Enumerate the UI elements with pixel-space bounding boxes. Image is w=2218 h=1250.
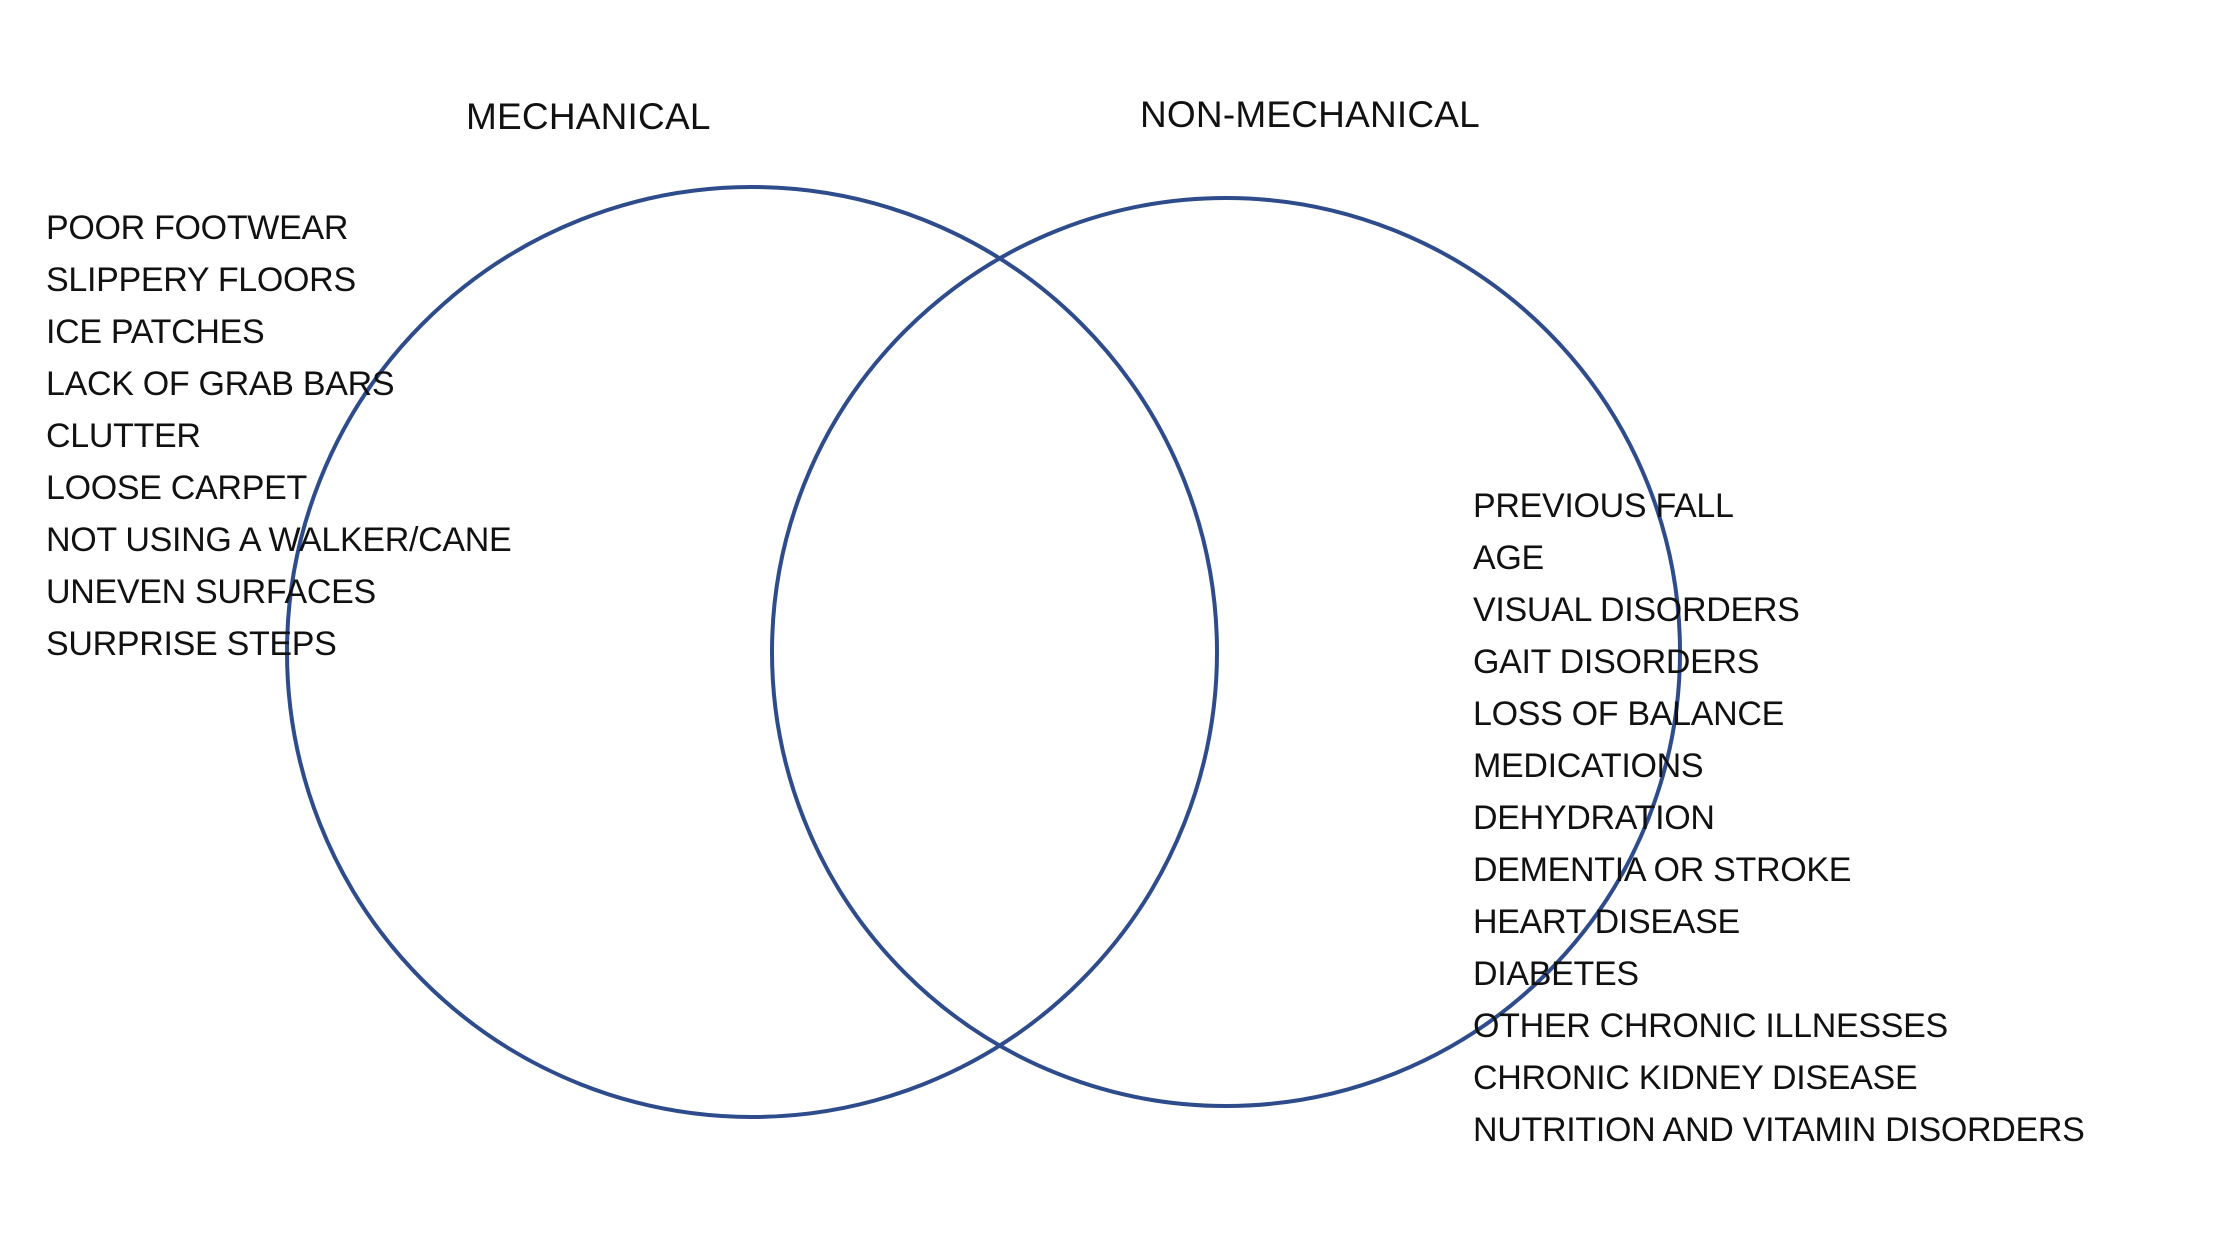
list-item: SURPRISE STEPS [46,625,337,663]
right-set-item-list: PREVIOUS FALL AGE VISUAL DISORDERS GAIT DIS… [1473,480,2085,1156]
list-item: SLIPPERY FLOORS [46,261,356,299]
left-circle-outline [285,185,1219,1119]
list-item: GAIT DISORDERS [1473,643,1760,681]
list-item: CHRONIC KIDNEY DISEASE [1473,1059,1918,1097]
list-item: NUTRITION AND VITAMIN DISORDERS [1473,1111,2085,1149]
list-item: VISUAL DISORDERS [1473,591,1800,629]
list-item: NOT USING A WALKER/CANE [46,521,512,559]
list-item: AGE [1473,539,1544,577]
left-set-item-list: POOR FOOTWEAR SLIPPERY FLOORS ICE PATCHES L… [46,202,512,670]
right-set-title: NON-MECHANICAL [1140,94,1480,135]
list-item: LOSS OF BALANCE [1473,695,1785,733]
list-item: DEMENTIA OR STROKE [1473,851,1852,889]
list-item: UNEVEN SURFACES [46,573,376,611]
list-item: MEDICATIONS [1473,747,1704,785]
list-item: OTHER CHRONIC ILLNESSES [1473,1007,1948,1045]
list-item: DEHYDRATION [1473,799,1715,837]
list-item: PREVIOUS FALL [1473,487,1734,525]
list-item: LACK OF GRAB BARS [46,365,395,403]
right-circle-outline [770,196,1682,1108]
list-item: DIABETES [1473,955,1639,993]
left-set-title: MECHANICAL [466,96,711,137]
list-item: HEART DISEASE [1473,903,1740,941]
list-item: CLUTTER [46,417,201,455]
list-item: POOR FOOTWEAR [46,209,349,247]
list-item: LOOSE CARPET [46,469,307,507]
list-item: ICE PATCHES [46,313,265,351]
